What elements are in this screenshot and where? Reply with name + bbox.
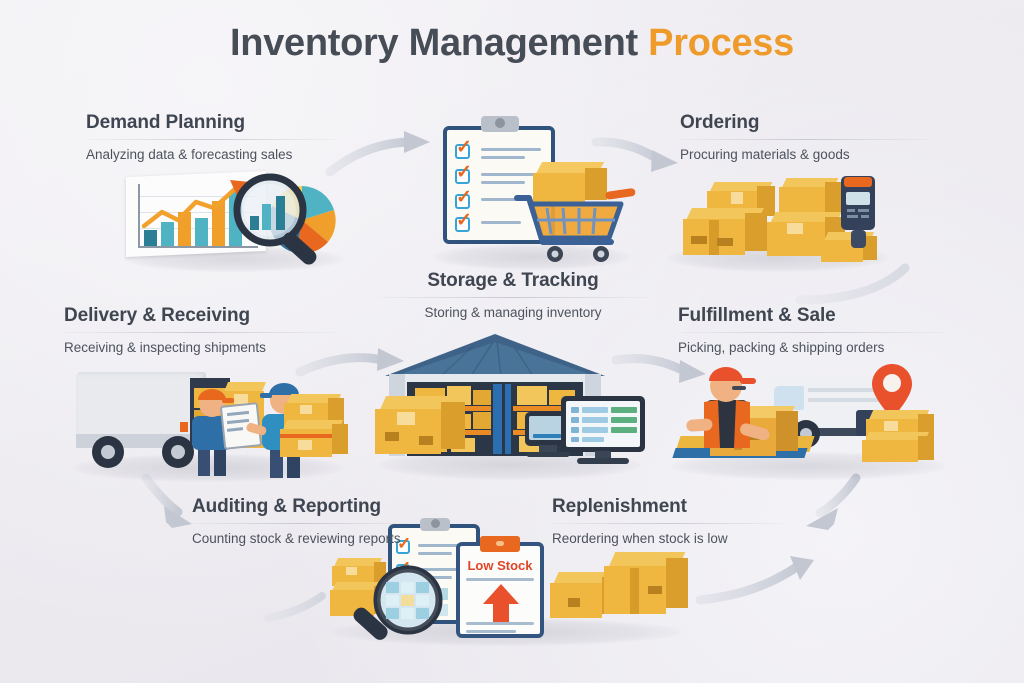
location-pin-icon (872, 364, 912, 418)
step-subtitle: Receiving & inspecting shipments (64, 340, 266, 355)
foreground-box (375, 396, 467, 454)
step-heading: Delivery & Receiving (64, 305, 250, 326)
step-ordering: Ordering Procuring materials & goods (680, 112, 930, 164)
divider (86, 139, 336, 140)
barcode-scanner-icon (841, 176, 875, 248)
step-heading: Auditing & Reporting (192, 496, 382, 517)
divider (678, 332, 946, 333)
ordering-boxes-scanner-illustration (665, 170, 897, 274)
inventory-monitor (561, 396, 645, 452)
shopping-cart-icon (514, 188, 636, 262)
step-heading: Demand Planning (86, 112, 245, 133)
title-accent: Process (648, 22, 794, 64)
step-heading: Ordering (680, 112, 760, 133)
up-arrow-icon (483, 584, 519, 622)
divider (192, 523, 407, 524)
step-subtitle: Counting stock & reviewing reports (192, 531, 401, 546)
step-subtitle: Analyzing data & forecasting sales (86, 147, 293, 162)
fulfillment-illustration (668, 358, 954, 480)
auditing-replenishment-illustration: ✓ ✓ Low Stock (328, 518, 688, 648)
step-storage-tracking: Storage & Tracking Storing & managing in… (378, 270, 648, 322)
step-heading: Fulfillment & Sale (678, 305, 836, 326)
step-subtitle: Procuring materials & goods (680, 147, 850, 162)
step-delivery-receiving: Delivery & Receiving Receiving & inspect… (64, 305, 334, 357)
step-subtitle: Storing & managing inventory (424, 305, 602, 320)
divider (378, 297, 648, 298)
low-stock-label: Low Stock (467, 558, 533, 573)
step-replenishment: Replenishment Reordering when stock is l… (552, 496, 782, 548)
ordering-checklist-cart-illustration: ✓ ✓ ✓ ✓ (425, 112, 640, 272)
magnifier-icon (233, 173, 317, 265)
demand-planning-illustration (118, 168, 354, 272)
audit-magnifier-icon (353, 565, 443, 640)
step-auditing-reporting: Auditing & Reporting Counting stock & re… (192, 496, 407, 548)
step-heading: Storage & Tracking (427, 270, 599, 291)
step-subtitle: Picking, packing & shipping orders (678, 340, 885, 355)
warehouse-roof (385, 334, 605, 377)
step-fulfillment-sale: Fulfillment & Sale Picking, packing & sh… (678, 305, 946, 357)
divider (64, 332, 334, 333)
cart-box (533, 162, 611, 203)
packer-worker (686, 367, 770, 448)
delivery-truck-illustration (70, 360, 350, 482)
title-main: Inventory Management (230, 22, 649, 64)
storage-warehouse-illustration (375, 332, 647, 480)
divider (552, 523, 782, 524)
step-demand-planning: Demand Planning Analyzing data & forecas… (86, 112, 336, 164)
divider (680, 139, 930, 140)
step-subtitle: Reordering when stock is low (552, 531, 728, 546)
step-heading: Replenishment (552, 496, 687, 517)
page-title: Inventory Management Process (0, 22, 1024, 65)
